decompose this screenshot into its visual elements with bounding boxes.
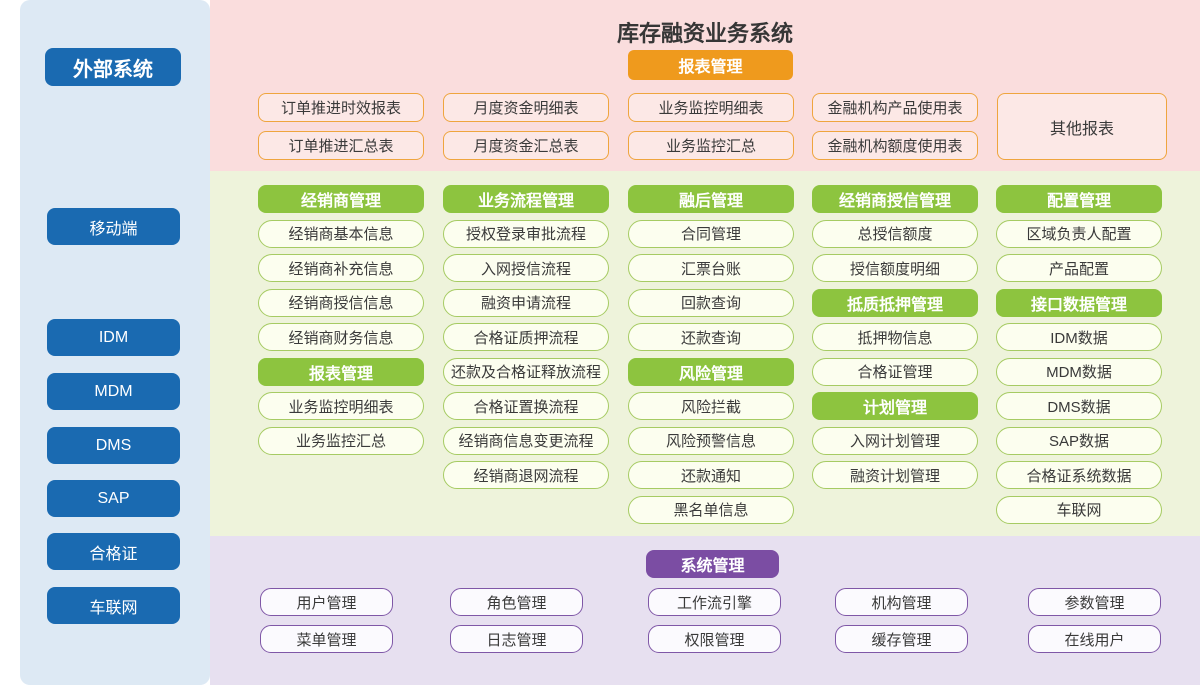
system-item: 日志管理 [450, 625, 583, 653]
report-item: 月度资金明细表 [443, 93, 609, 122]
module-item: 还款通知 [628, 461, 794, 489]
module-group-header: 业务流程管理 [443, 185, 609, 213]
module-group-header: 抵质抵押管理 [812, 288, 978, 317]
module-item: 经销商财务信息 [258, 323, 424, 351]
report-item: 金融机构产品使用表 [812, 93, 978, 122]
system-item: 权限管理 [648, 625, 781, 653]
module-group-header: 计划管理 [812, 392, 978, 420]
module-item: SAP数据 [996, 426, 1162, 455]
system-item: 缓存管理 [835, 625, 968, 653]
module-column: 配置管理区域负责人配置产品配置接口数据管理 IDM数据 MDM数据 DMS数据 SAP数… [996, 185, 1162, 524]
module-group-header: 风险管理 [628, 357, 794, 386]
report-item: 订单推进汇总表 [258, 131, 424, 160]
system-item: 参数管理 [1028, 588, 1161, 616]
report-item-other: 其他报表 [997, 93, 1167, 160]
module-item: 产品配置 [996, 254, 1162, 282]
external-system-item: 移动端 [47, 208, 180, 245]
module-item: 业务监控汇总 [258, 426, 424, 455]
module-item: 合格证系统数据 [996, 461, 1162, 489]
system-item: 角色管理 [450, 588, 583, 616]
module-item: 汇票台账 [628, 254, 794, 282]
module-item: 融资计划管理 [812, 461, 978, 489]
module-group-header: 经销商管理 [258, 185, 424, 213]
system-item: 在线用户 [1028, 625, 1161, 653]
module-item: 总授信额度 [812, 219, 978, 248]
module-item: 授信额度明细 [812, 254, 978, 282]
report-item: 月度资金汇总表 [443, 131, 609, 160]
external-system-item: MDM [47, 373, 180, 410]
module-item: 还款及合格证释放流程 [443, 357, 609, 386]
module-item: 合格证置换流程 [443, 392, 609, 420]
module-column: 经销商授信管理总授信额度授信额度明细抵质抵押管理抵押物信息合格证管理计划管理入网… [812, 185, 978, 489]
module-item: 风险拦截 [628, 392, 794, 420]
module-column: 经销商管理经销商基本信息经销商补充信息经销商授信信息经销商财务信息报表管理业务监… [258, 185, 424, 455]
module-item: 回款查询 [628, 288, 794, 317]
module-item: 经销商信息变更流程 [443, 426, 609, 455]
module-group-header: 经销商授信管理 [812, 185, 978, 213]
module-item: 经销商退网流程 [443, 461, 609, 489]
system-item: 机构管理 [835, 588, 968, 616]
module-item: DMS数据 [996, 392, 1162, 420]
module-item: 还款查询 [628, 323, 794, 351]
report-item: 金融机构额度使用表 [812, 131, 978, 160]
external-systems-panel: 外部系统 移动端 IDM MDM DMS SAP 合格证车联网 [20, 0, 210, 685]
report-item: 业务监控汇总 [628, 131, 794, 160]
module-item: IDM数据 [996, 323, 1162, 351]
modules-band: 经销商管理经销商基本信息经销商补充信息经销商授信信息经销商财务信息报表管理业务监… [210, 171, 1200, 536]
system-item: 菜单管理 [260, 625, 393, 653]
report-item: 订单推进时效报表 [258, 93, 424, 122]
module-item: 合同管理 [628, 219, 794, 248]
module-item: 业务监控明细表 [258, 392, 424, 420]
module-item: 入网授信流程 [443, 254, 609, 282]
module-item: 经销商基本信息 [258, 219, 424, 248]
module-item: 入网计划管理 [812, 426, 978, 455]
system-item: 用户管理 [260, 588, 393, 616]
module-item: 抵押物信息 [812, 323, 978, 351]
reports-band: 库存融资业务系统 报表管理 订单推进时效报表订单推进汇总表月度资金明细表月度资金… [210, 0, 1200, 171]
module-group-header: 配置管理 [996, 185, 1162, 213]
module-group-header: 报表管理 [258, 357, 424, 386]
page-title: 库存融资业务系统 [616, 21, 793, 46]
module-item: 经销商补充信息 [258, 254, 424, 282]
external-system-item: 合格证 [47, 533, 180, 570]
system-band: 系统管理 用户管理菜单管理 角色管理日志管理 工作流引擎权限管理 机构管理缓存管理 参数… [210, 536, 1200, 685]
module-item: 黑名单信息 [628, 495, 794, 524]
system-item: 工作流引擎 [648, 588, 781, 616]
module-item: 融资申请流程 [443, 288, 609, 317]
external-system-item: IDM [47, 319, 180, 356]
module-item: 区域负责人配置 [996, 219, 1162, 248]
external-system-item: SAP [47, 480, 180, 517]
module-column: 业务流程管理授权登录审批流程入网授信流程融资申请流程合格证质押流程还款及合格证释… [443, 185, 609, 489]
module-item: 合格证管理 [812, 357, 978, 386]
module-item: 经销商授信信息 [258, 288, 424, 317]
module-group-header: 融后管理 [628, 185, 794, 213]
module-item: 合格证质押流程 [443, 323, 609, 351]
module-item: 车联网 [996, 495, 1162, 524]
module-group-header: 接口数据管理 [996, 288, 1162, 317]
external-system-item: DMS [47, 427, 180, 464]
report-item: 业务监控明细表 [628, 93, 794, 122]
module-item: MDM数据 [996, 357, 1162, 386]
module-item: 授权登录审批流程 [443, 219, 609, 248]
module-column: 融后管理合同管理汇票台账回款查询还款查询风险管理风险拦截风险预警信息还款通知黑名… [628, 185, 794, 524]
reports-header: 报表管理 [628, 50, 793, 80]
external-system-item: 车联网 [47, 587, 180, 624]
external-systems-title: 外部系统 [45, 48, 181, 86]
system-header: 系统管理 [646, 550, 779, 578]
module-item: 风险预警信息 [628, 426, 794, 455]
